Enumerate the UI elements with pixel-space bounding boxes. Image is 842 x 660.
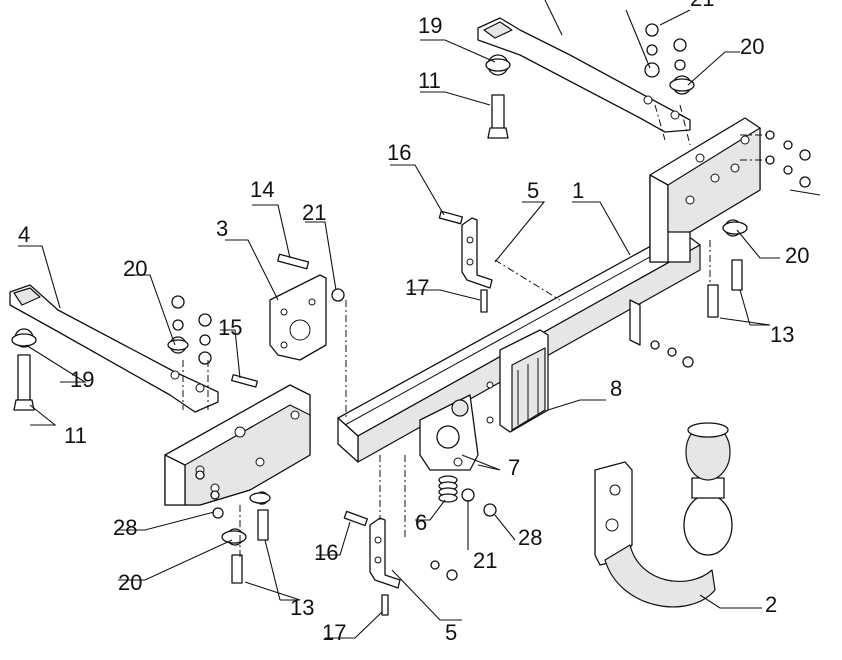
callout-16-upper: 16 — [387, 140, 411, 165]
callout-7: 7 — [508, 455, 520, 480]
ball-mount-housing-part-8 — [499, 329, 549, 433]
callout-5-upper: 5 — [527, 178, 539, 203]
washer-part-21-center — [461, 488, 475, 502]
callout-20-right-bottom: 20 — [785, 243, 809, 268]
callout-20-left-top: 20 — [123, 256, 147, 281]
callout-17-upper: 17 — [405, 275, 429, 300]
callout-11-top: 11 — [418, 68, 441, 93]
callout-19-top: 19 — [418, 13, 442, 38]
callout-28-left: 28 — [113, 515, 137, 540]
callout-15: 15 — [218, 315, 242, 340]
callout-13-left: 13 — [290, 595, 314, 620]
callout-21-top-right: 21 — [690, 0, 714, 11]
callout-21-upper: 21 — [302, 200, 326, 225]
callout-16-lower: 16 — [314, 540, 338, 565]
socket-plate-part-7 — [419, 381, 494, 471]
callout-14: 14 — [250, 177, 274, 202]
callout-4: 4 — [18, 222, 30, 247]
upper-bracket-part-5 — [461, 217, 493, 289]
callout-1: 1 — [572, 178, 584, 203]
side-strap-top — [477, 17, 691, 133]
callout-13-right: 13 — [770, 322, 794, 347]
callout-19-left: 19 — [70, 367, 94, 392]
callout-labels: 1 2 3 4 5 5 6 7 8 11 11 13 13 14 15 16 1… — [18, 0, 809, 645]
ball-coupling-part-2 — [594, 422, 733, 608]
nut-part-28-center — [483, 503, 497, 517]
plate-part-3 — [269, 274, 327, 361]
callout-28-right: 28 — [518, 525, 542, 550]
callout-17-lower: 17 — [322, 620, 346, 645]
callout-20-left-bottom: 20 — [118, 570, 142, 595]
callout-8: 8 — [610, 376, 622, 401]
assembly-lines — [182, 104, 770, 560]
leader-lines — [18, 0, 821, 639]
fasteners — [11, 23, 811, 616]
right-side-bracket — [629, 117, 761, 346]
callout-20-right-top: 20 — [740, 34, 764, 59]
callout-2: 2 — [765, 592, 777, 617]
side-strap-part-4 — [9, 284, 219, 413]
callout-5-lower: 5 — [445, 620, 457, 645]
callout-11-left: 11 — [64, 423, 87, 448]
callout-6: 6 — [415, 510, 427, 535]
lower-bracket-part-5 — [369, 517, 401, 589]
callout-3: 3 — [216, 216, 228, 241]
spring-part-6 — [438, 475, 458, 503]
callout-21-lower: 21 — [473, 548, 497, 573]
